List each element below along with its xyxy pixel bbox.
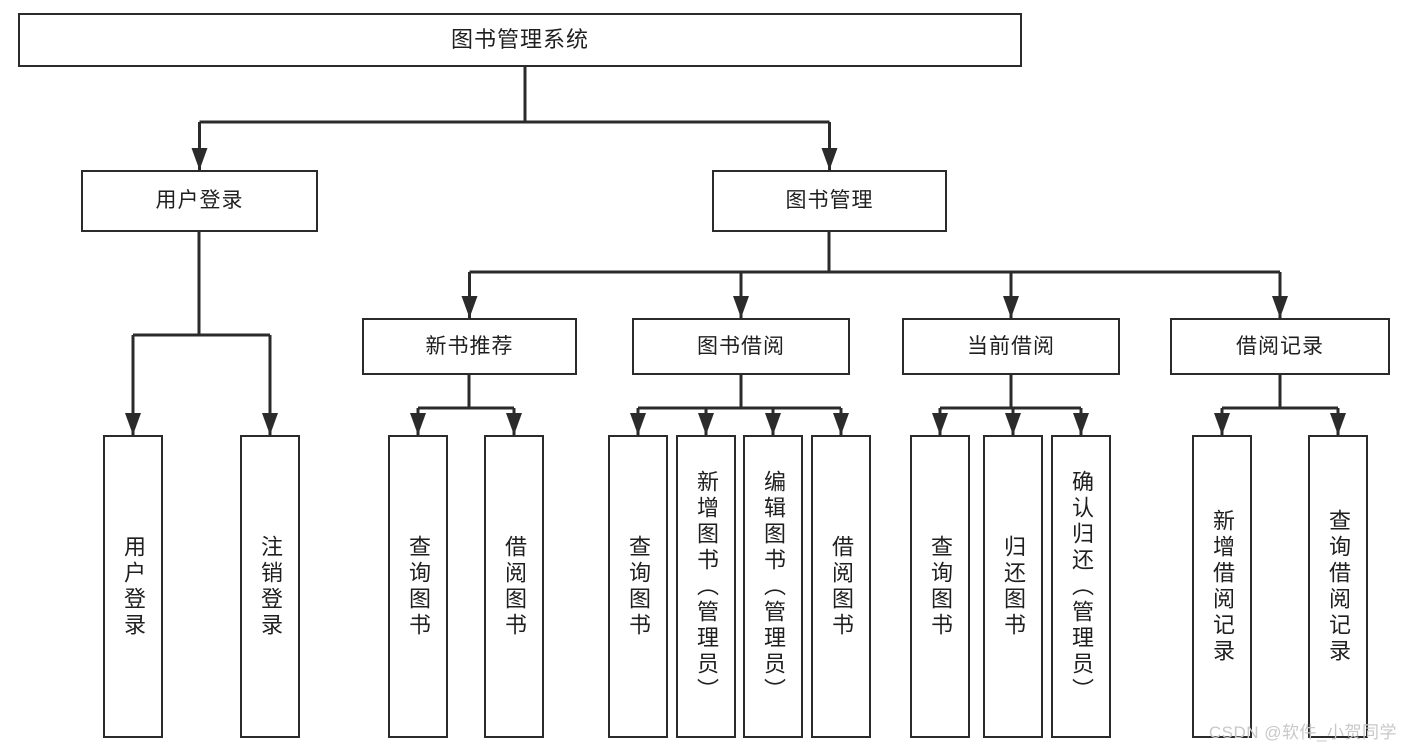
node-user-login[interactable]: 用户登录: [81, 170, 318, 232]
arrowhead-leaf-borrow-2: [833, 413, 849, 435]
node-leaf-borrow-2[interactable]: 借阅图书: [811, 435, 871, 738]
node-label-leaf-logout: 注销登录: [258, 534, 283, 639]
arrowhead-leaf-query-rec: [1330, 413, 1346, 435]
arrowhead-current-borrow: [1003, 296, 1019, 318]
node-borrow-record[interactable]: 借阅记录: [1170, 318, 1390, 375]
node-leaf-query-3[interactable]: 查询图书: [910, 435, 970, 738]
node-label-leaf-add-book: 新增图书（管理员）: [694, 469, 719, 704]
watermark-text: CSDN @软件_小贺同学: [1208, 723, 1397, 742]
node-label-root: 图书管理系统: [450, 26, 589, 52]
arrowhead-leaf-edit-book: [765, 413, 781, 435]
node-label-leaf-add-rec: 新增借阅记录: [1210, 508, 1235, 665]
node-leaf-query-2[interactable]: 查询图书: [608, 435, 668, 738]
arrowhead-new-book-rec: [461, 296, 478, 318]
node-current-borrow[interactable]: 当前借阅: [902, 318, 1120, 375]
node-label-leaf-borrow-2: 借阅图书: [829, 534, 854, 639]
arrowhead-leaf-query-3: [932, 413, 948, 435]
node-label-leaf-query-3: 查询图书: [928, 534, 953, 639]
node-label-leaf-query-1: 查询图书: [406, 534, 431, 639]
arrowhead-borrow-record: [1272, 296, 1288, 318]
arrowhead-leaf-user-login: [125, 413, 141, 435]
node-label-book-borrow: 图书借阅: [697, 334, 785, 358]
node-leaf-user-login[interactable]: 用户登录: [103, 435, 163, 738]
node-label-current-borrow: 当前借阅: [967, 334, 1055, 358]
arrowhead-book-borrow: [733, 296, 749, 318]
arrowhead-leaf-add-rec: [1214, 413, 1230, 435]
node-label-book-manage: 图书管理: [785, 189, 874, 213]
node-new-book-rec[interactable]: 新书推荐: [362, 318, 577, 375]
node-label-leaf-user-login: 用户登录: [121, 534, 146, 639]
node-book-borrow[interactable]: 图书借阅: [632, 318, 850, 375]
node-leaf-query-1[interactable]: 查询图书: [388, 435, 448, 738]
node-leaf-query-rec[interactable]: 查询借阅记录: [1308, 435, 1368, 738]
arrowhead-book-manage: [821, 148, 838, 170]
node-label-borrow-record: 借阅记录: [1236, 334, 1324, 358]
arrowhead-leaf-borrow-1: [506, 413, 522, 435]
node-leaf-edit-book[interactable]: 编辑图书（管理员）: [743, 435, 803, 738]
node-leaf-borrow-1[interactable]: 借阅图书: [484, 435, 544, 738]
node-leaf-return[interactable]: 归还图书: [983, 435, 1043, 738]
node-book-manage[interactable]: 图书管理: [712, 170, 947, 232]
node-label-leaf-query-rec: 查询借阅记录: [1326, 508, 1351, 665]
arrowhead-leaf-confirm: [1073, 413, 1089, 435]
node-leaf-logout[interactable]: 注销登录: [240, 435, 300, 738]
node-root[interactable]: 图书管理系统: [18, 13, 1022, 67]
node-leaf-add-book[interactable]: 新增图书（管理员）: [676, 435, 736, 738]
node-label-leaf-query-2: 查询图书: [626, 534, 651, 639]
arrowhead-user-login: [191, 148, 208, 170]
node-label-user-login: 用户登录: [155, 189, 244, 213]
node-label-leaf-borrow-1: 借阅图书: [502, 534, 527, 639]
node-label-leaf-edit-book: 编辑图书（管理员）: [761, 469, 786, 704]
node-leaf-confirm[interactable]: 确认归还（管理员）: [1051, 435, 1111, 738]
arrowhead-leaf-query-2: [630, 413, 646, 435]
node-label-new-book-rec: 新书推荐: [425, 334, 514, 358]
arrowhead-leaf-query-1: [410, 413, 426, 435]
arrowhead-leaf-add-book: [698, 413, 714, 435]
node-label-leaf-confirm: 确认归还（管理员）: [1069, 469, 1094, 704]
node-label-leaf-return: 归还图书: [1001, 534, 1026, 639]
node-leaf-add-rec[interactable]: 新增借阅记录: [1192, 435, 1252, 738]
arrowhead-leaf-logout: [262, 413, 278, 435]
arrowhead-leaf-return: [1005, 413, 1021, 435]
